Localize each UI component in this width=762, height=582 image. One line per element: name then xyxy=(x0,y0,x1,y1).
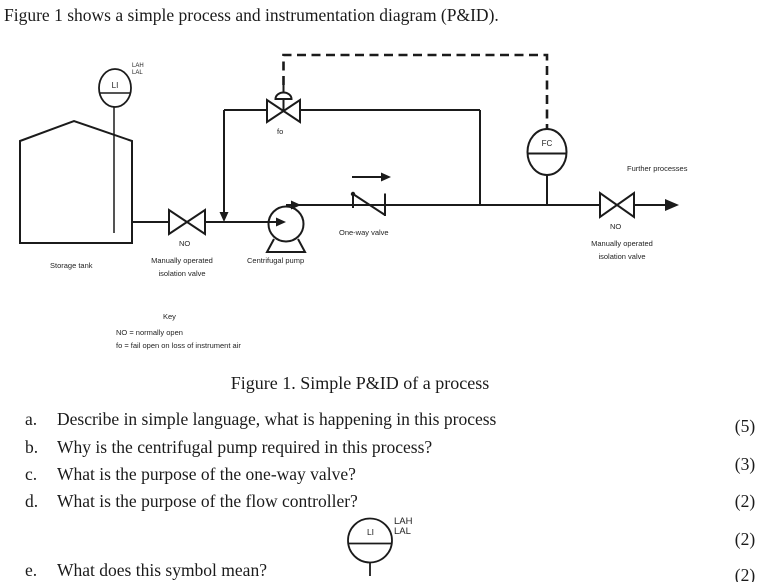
control-valve-icon xyxy=(266,98,301,124)
symbol-alarm-high-label: LAH xyxy=(394,516,413,527)
right-valve-label-line2: isolation valve xyxy=(598,252,646,261)
li-alarm-low-label: LAL xyxy=(132,69,143,76)
key-title: Key xyxy=(163,312,176,321)
centrifugal-pump-icon xyxy=(267,205,305,243)
right-valve-label-line1: Manually operated xyxy=(591,239,653,248)
right-isolation-valve-icon xyxy=(599,191,635,219)
left-valve-label: Manually operated isolation valve xyxy=(141,254,223,280)
question-e-letter: e. xyxy=(25,560,38,580)
left-valve-label-line2: isolation valve xyxy=(158,269,206,278)
storage-tank-label: Storage tank xyxy=(50,261,93,270)
fc-tag-label: FC xyxy=(541,139,553,148)
symbol-alarm-low-label: LAL xyxy=(394,526,411,537)
li-alarm-high-label: LAH xyxy=(132,63,144,69)
question-b-text: Why is the centrifugal pump required in … xyxy=(57,437,433,457)
left-valve-no-label: NO xyxy=(179,239,191,248)
flow-direction-arrow-head xyxy=(381,172,391,182)
right-valve-label: Manually operated isolation valve xyxy=(581,237,663,263)
question-b-letter: b. xyxy=(25,437,39,457)
recycle-return-arrow xyxy=(219,212,229,222)
marks-c: (2) xyxy=(734,491,756,511)
left-valve-label-line1: Manually operated xyxy=(151,256,213,265)
further-processes-label: Further processes xyxy=(627,164,688,173)
outlet-arrow xyxy=(665,199,679,211)
storage-tank-shape xyxy=(19,119,133,244)
question-d-letter: d. xyxy=(25,491,39,511)
check-valve-flap xyxy=(352,193,386,216)
one-way-valve-label: One-way valve xyxy=(339,228,389,237)
pump-inlet-arrow xyxy=(276,217,286,227)
flow-controller-bubble xyxy=(526,128,568,176)
control-valve-actuator-dome xyxy=(274,91,293,100)
centrifugal-pump-label: Centrifugal pump xyxy=(247,256,305,265)
left-isolation-valve-icon xyxy=(168,208,206,236)
question-c-text: What is the purpose of the one-way valve… xyxy=(57,464,356,484)
marks-d: (2) xyxy=(734,529,756,549)
control-valve-fo-label: fo xyxy=(277,127,284,136)
right-valve-no-label: NO xyxy=(610,222,622,231)
question-e-text: What does this symbol mean? xyxy=(57,560,267,580)
question-d-text: What is the purpose of the flow controll… xyxy=(57,491,358,511)
level-indicator-bubble xyxy=(98,68,132,108)
pump-base xyxy=(265,238,307,253)
figure-caption: Figure 1. Simple P&ID of a process xyxy=(230,373,490,393)
question-a-text: Describe in simple language, what is hap… xyxy=(57,409,497,429)
question-a-letter: a. xyxy=(25,409,38,429)
marks-a: (5) xyxy=(734,416,756,436)
marks-e: (2) xyxy=(734,565,756,582)
question-symbol-bubble xyxy=(347,517,393,564)
symbol-li-tag-label: LI xyxy=(366,527,375,537)
key-no-definition: NO = normally open xyxy=(116,328,183,337)
pump-discharge-arrow xyxy=(291,200,301,210)
intro-text: Figure 1 shows a simple process and inst… xyxy=(4,5,499,25)
key-fo-definition: fo = fail open on loss of instrument air xyxy=(116,341,241,350)
question-c-letter: c. xyxy=(25,464,38,484)
marks-b: (3) xyxy=(734,454,756,474)
instrument-signal-line xyxy=(282,53,549,129)
li-tag-label: LI xyxy=(111,81,119,90)
